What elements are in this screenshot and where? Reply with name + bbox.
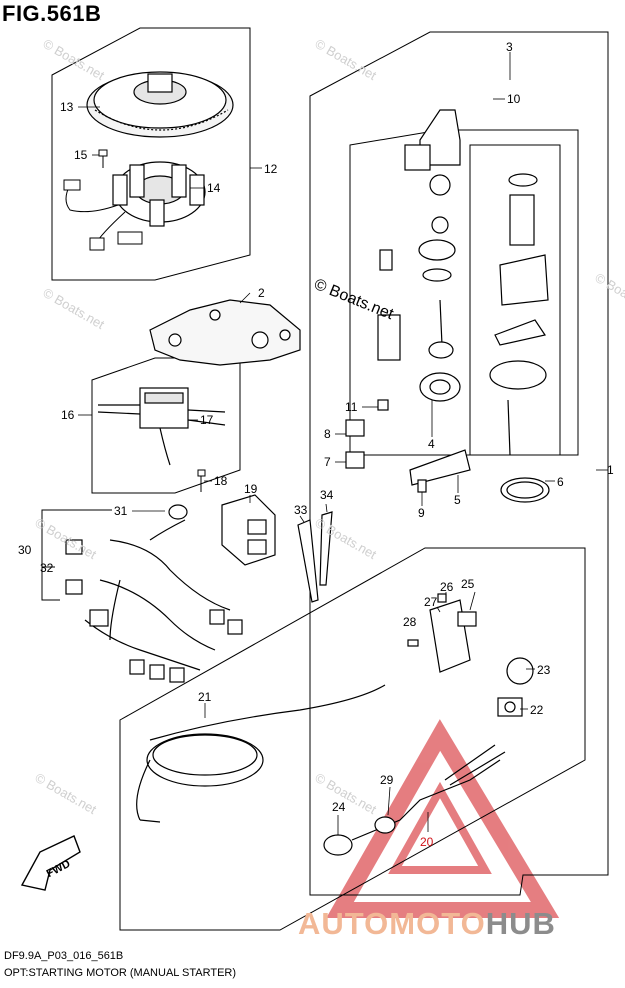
callout-17: 17	[200, 413, 214, 427]
wire-harness	[65, 504, 243, 683]
figure-code: DF9.9A_P03_016_561B	[4, 950, 124, 962]
figure-caption: OPT:STARTING MOTOR (MANUAL STARTER)	[4, 967, 237, 979]
callout-23: 23	[537, 663, 551, 677]
callout-1: 1	[607, 463, 614, 477]
group-outline-12	[51, 27, 251, 281]
group-outline-1	[309, 31, 609, 896]
brand-triangle-logo	[326, 719, 560, 918]
relay-bracket	[221, 494, 276, 566]
callout-34: 34	[320, 488, 334, 502]
mounting-bracket	[149, 299, 301, 366]
callout-16: 16	[61, 408, 75, 422]
callout-24: 24	[332, 800, 346, 814]
callout-25: 25	[461, 577, 475, 591]
callout-8: 8	[324, 427, 331, 441]
callout-6: 6	[557, 475, 564, 489]
stator-wires	[63, 179, 143, 251]
fwd-arrow-icon	[20, 835, 81, 891]
callout-12: 12	[264, 162, 278, 176]
callout-14: 14	[207, 181, 221, 195]
callout-3: 3	[506, 40, 513, 54]
callout-15: 15	[74, 148, 88, 162]
callout-26: 26	[440, 580, 454, 594]
callout-21: 21	[198, 690, 212, 704]
callout-2: 2	[258, 286, 265, 300]
stator	[112, 161, 206, 227]
callout-4: 4	[428, 437, 435, 451]
group-outline-20	[119, 547, 586, 931]
flywheel	[86, 71, 234, 138]
callout-30: 30	[18, 543, 32, 557]
brand-part-1: AUTOMOTO	[298, 906, 486, 941]
bolt-18	[197, 469, 206, 492]
callout-19: 19	[244, 482, 258, 496]
callout-11: 11	[345, 400, 358, 414]
callout-5: 5	[454, 493, 461, 507]
brand-logo-text: AUTOMOTOHUB	[298, 906, 556, 942]
emergency-stop-parts	[136, 593, 534, 856]
callout-20: 20	[420, 835, 434, 849]
callout-31: 31	[114, 504, 128, 518]
cable-ties	[297, 511, 333, 603]
group-outline-16	[91, 357, 241, 494]
leader-lines	[78, 52, 608, 835]
callout-29: 29	[380, 773, 394, 787]
bolt-15	[98, 149, 108, 168]
rectifier	[97, 387, 226, 466]
callout-27: 27	[424, 595, 438, 609]
callout-33: 33	[294, 503, 308, 517]
callout-18: 18	[214, 474, 228, 488]
callout-22: 22	[530, 703, 544, 717]
brand-part-2: HUB	[485, 906, 556, 941]
group-outline-30	[41, 509, 112, 601]
figure-title: FIG.561B	[2, 1, 102, 26]
callout-13: 13	[60, 100, 74, 114]
callout-10: 10	[507, 92, 521, 106]
callout-32: 32	[40, 561, 54, 575]
callout-9: 9	[418, 506, 425, 520]
callout-7: 7	[324, 455, 331, 469]
starter-motor-parts	[345, 109, 550, 503]
callout-28: 28	[403, 615, 417, 629]
